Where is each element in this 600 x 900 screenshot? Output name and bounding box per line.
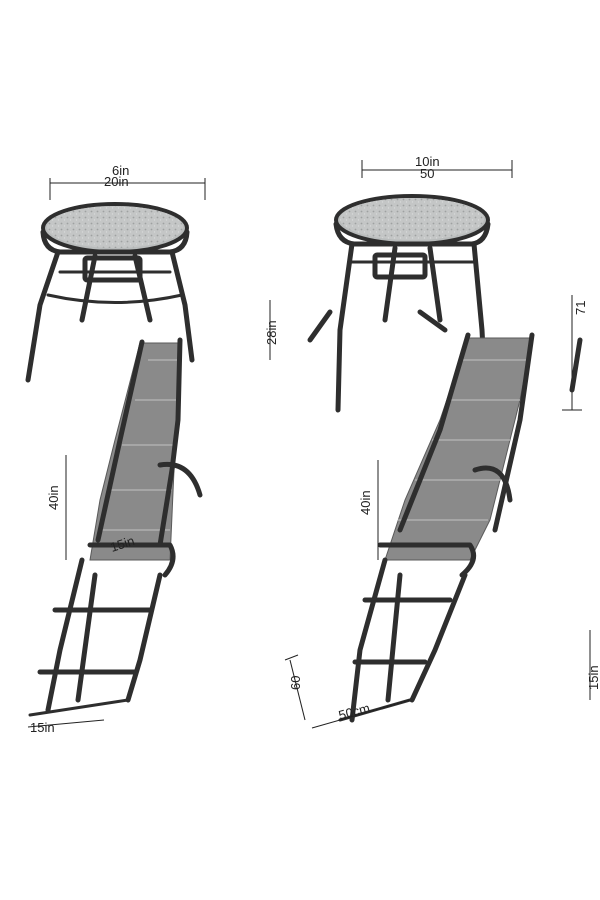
right-chair-height-label: 40in bbox=[358, 490, 373, 515]
right-table-top-label-lower: 50 bbox=[420, 166, 434, 181]
right-seat-width-dimension: 50cm bbox=[311, 699, 411, 729]
right-chair-back-label: 71 bbox=[573, 301, 588, 315]
left-chair-height-label: 40in bbox=[46, 485, 61, 510]
left-table bbox=[25, 202, 195, 383]
right-chair-height-dimension: 40in bbox=[358, 460, 379, 560]
right-table bbox=[307, 194, 491, 413]
left-table-width-label-top: 6in bbox=[112, 163, 129, 178]
right-view: 10in 50 28in 71 bbox=[264, 154, 600, 729]
right-chair bbox=[338, 332, 535, 723]
left-chair bbox=[28, 337, 203, 717]
left-view: 6in 20in bbox=[25, 163, 206, 735]
right-side-dimension: 15in bbox=[586, 630, 600, 700]
right-table-height-label: 28in bbox=[264, 320, 279, 345]
left-chair-height-dimension: 40in bbox=[46, 455, 67, 560]
right-table-height-dimension: 28in bbox=[264, 300, 279, 360]
left-table-width-label-bottom: 20in bbox=[104, 174, 129, 189]
right-chair-back-dimension: 71 bbox=[562, 295, 588, 411]
left-seat-width-label: 15in bbox=[30, 720, 55, 735]
left-seat-width-dimension: 15in bbox=[27, 719, 105, 735]
left-seat-height-label: 15in bbox=[108, 533, 136, 555]
right-seat-depth-dimension: 60 bbox=[284, 654, 306, 721]
left-table-width-dimension: 6in 20in bbox=[49, 163, 206, 200]
right-table-top-label-upper: 10in bbox=[415, 154, 440, 169]
right-side-label: 15in bbox=[586, 665, 600, 690]
right-seat-depth-label: 60 bbox=[288, 676, 303, 690]
right-table-top-dimension: 10in 50 bbox=[361, 154, 513, 181]
